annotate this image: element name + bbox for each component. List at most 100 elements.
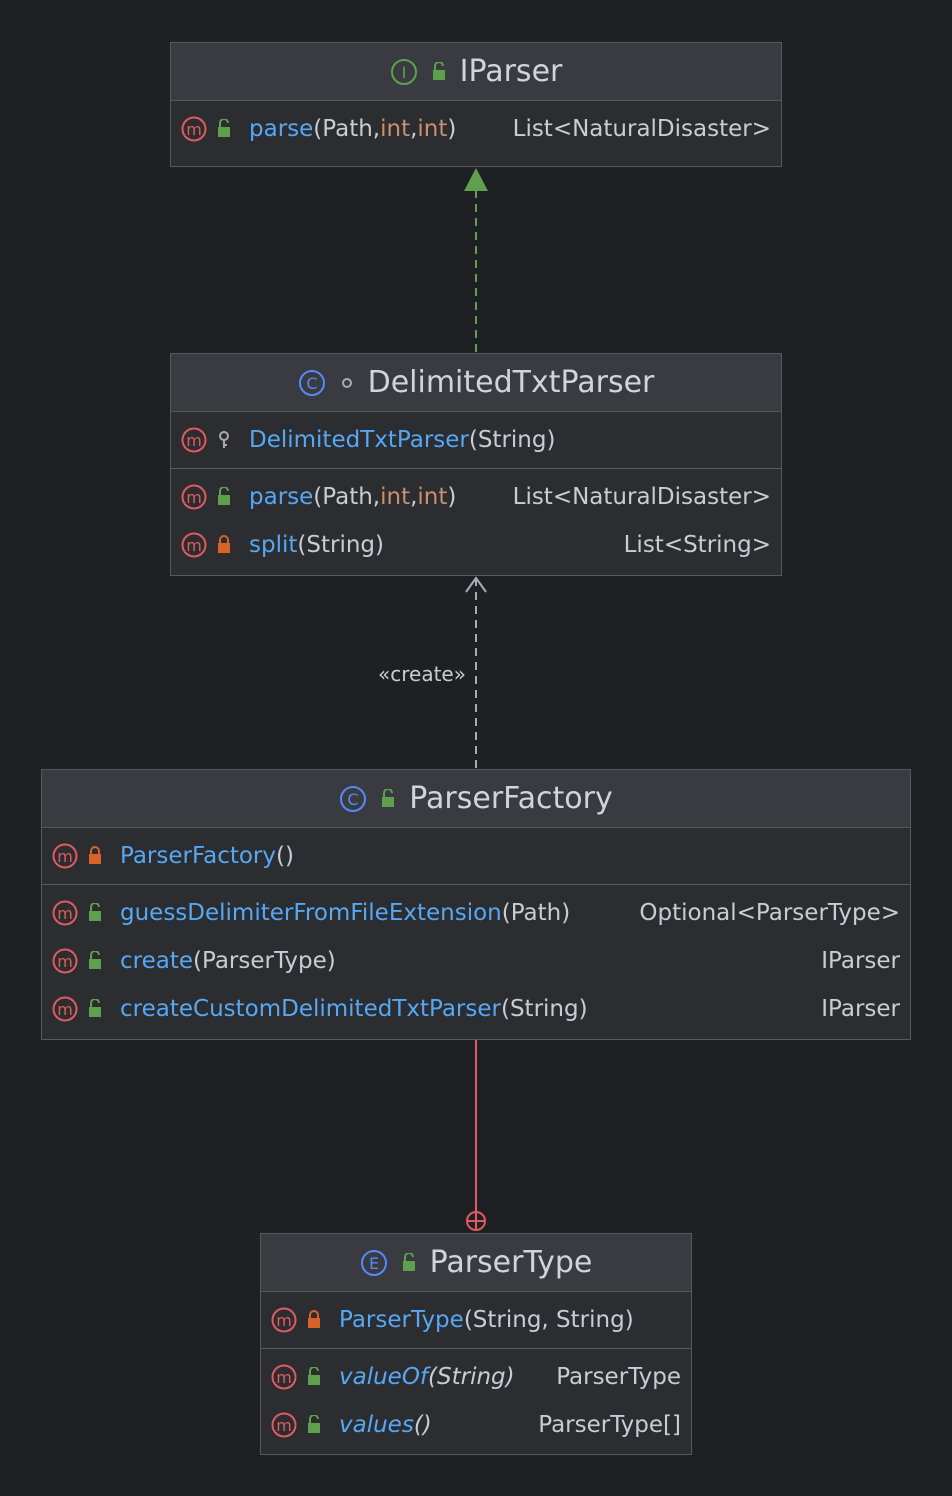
method-params: (Path) [501, 900, 571, 926]
class-title: ParserFactory [409, 781, 613, 816]
return-type: IParser [821, 948, 900, 974]
svg-text:m: m [57, 1000, 73, 1019]
interface-icon: I [390, 58, 417, 85]
constructor-row[interactable]: m ParserFactory() [42, 832, 910, 880]
delimitedtxtparser-class-box[interactable]: C DelimitedTxtParser m DelimitedTxtParse… [170, 353, 782, 576]
method-name: valueOf [339, 1364, 429, 1390]
class-title: ParserType [429, 1245, 593, 1280]
svg-text:E: E [369, 1254, 379, 1273]
method-params: () [413, 1412, 432, 1438]
svg-text:m: m [186, 120, 202, 139]
method-icon: m [52, 948, 78, 974]
method-row[interactable]: m split(String) List<String> [171, 521, 781, 569]
svg-text:m: m [276, 1311, 292, 1330]
public-lock-icon [303, 1366, 325, 1388]
realization-arrowhead [464, 168, 488, 191]
class-title: IParser [459, 54, 563, 89]
class-header[interactable]: I IParser [171, 43, 781, 101]
public-lock-icon [213, 486, 235, 508]
param-separator: , [410, 484, 418, 510]
method-row[interactable]: m parse(Path, int, int) List<NaturalDisa… [171, 473, 781, 521]
svg-text:m: m [276, 1416, 292, 1435]
method-params: (String) [500, 996, 588, 1022]
private-lock-icon [303, 1309, 325, 1331]
method-icon: m [271, 1307, 297, 1333]
method-params: (String) [297, 532, 384, 558]
package-visibility-icon [341, 377, 352, 388]
param-type-int: int [380, 116, 411, 142]
package-key-icon [213, 429, 235, 451]
method-params: (String) [428, 1364, 515, 1390]
class-header[interactable]: C ParserFactory [42, 770, 910, 828]
constructor-name: ParserType [339, 1307, 464, 1333]
method-row[interactable]: m valueOf(String) ParserType [261, 1353, 691, 1401]
parsertype-enum-box[interactable]: E ParserType m ParserType(String, String… [260, 1233, 692, 1455]
svg-text:m: m [186, 431, 202, 450]
methods-section: m parse(Path, int, int) List<NaturalDisa… [171, 101, 781, 157]
svg-text:m: m [186, 488, 202, 507]
constructors-section: m ParserFactory() [42, 828, 910, 885]
private-lock-icon [84, 845, 106, 867]
public-lock-icon [84, 950, 106, 972]
method-row[interactable]: m createCustomDelimitedTxtParser(String)… [42, 985, 910, 1033]
return-type: ParserType [556, 1364, 681, 1390]
svg-text:I: I [401, 63, 406, 82]
class-header[interactable]: E ParserType [261, 1234, 691, 1292]
constructor-row[interactable]: m DelimitedTxtParser(String) [171, 416, 781, 464]
enum-icon: E [360, 1249, 387, 1276]
public-lock-icon [84, 902, 106, 924]
method-params: (Path, [313, 484, 381, 510]
method-name: split [249, 532, 298, 558]
method-row[interactable]: m values() ParserType[] [261, 1401, 691, 1449]
method-icon: m [271, 1412, 297, 1438]
return-type: Optional<ParserType> [639, 900, 900, 926]
param-type-int: int [417, 484, 448, 510]
parserfactory-class-box[interactable]: C ParserFactory m ParserFactory() m gues… [41, 769, 911, 1040]
method-name: createCustomDelimitedTxtParser [120, 996, 501, 1022]
constructors-section: m DelimitedTxtParser(String) [171, 412, 781, 469]
method-icon: m [52, 843, 78, 869]
method-params: (String) [468, 427, 556, 453]
svg-text:C: C [348, 790, 359, 809]
method-name: parse [249, 484, 314, 510]
public-lock-icon [402, 1252, 415, 1271]
public-lock-icon [432, 61, 445, 80]
svg-text:m: m [57, 904, 73, 923]
method-name: values [339, 1412, 414, 1438]
method-icon: m [181, 427, 207, 453]
create-label: «create» [378, 662, 466, 686]
method-params: (String, String) [463, 1307, 634, 1333]
svg-text:C: C [306, 374, 317, 393]
method-row[interactable]: m create(ParserType) IParser [42, 937, 910, 985]
constructor-row[interactable]: m ParserType(String, String) [261, 1296, 691, 1344]
method-params: (ParserType) [193, 948, 336, 974]
iparser-class-box[interactable]: I IParser m parse(Path, int, int) List<N… [170, 42, 782, 167]
params-close: ) [447, 116, 457, 142]
return-type: List<String> [623, 532, 771, 558]
method-row[interactable]: m guessDelimiterFromFileExtension(Path) … [42, 889, 910, 937]
svg-text:m: m [186, 536, 202, 555]
return-type: List<NaturalDisaster> [512, 484, 771, 510]
constructor-name: DelimitedTxtParser [249, 427, 469, 453]
class-icon: C [340, 785, 367, 812]
method-name: parse [249, 116, 314, 142]
private-lock-icon [213, 534, 235, 556]
method-icon: m [181, 532, 207, 558]
param-type-int: int [380, 484, 411, 510]
class-header[interactable]: C DelimitedTxtParser [171, 354, 781, 412]
create-dependency-arrowhead [465, 576, 487, 593]
method-icon: m [181, 484, 207, 510]
method-name: create [120, 948, 194, 974]
params-close: ) [447, 484, 457, 510]
method-params: (Path, [313, 116, 381, 142]
constructor-name: ParserFactory [120, 843, 276, 869]
method-icon: m [52, 900, 78, 926]
param-separator: , [410, 116, 418, 142]
return-type: IParser [821, 996, 900, 1022]
constructors-section: m ParserType(String, String) [261, 1292, 691, 1349]
public-lock-icon [213, 118, 235, 140]
method-row[interactable]: m parse(Path, int, int) List<NaturalDisa… [171, 105, 781, 153]
svg-text:m: m [57, 847, 73, 866]
public-lock-icon [84, 998, 106, 1020]
